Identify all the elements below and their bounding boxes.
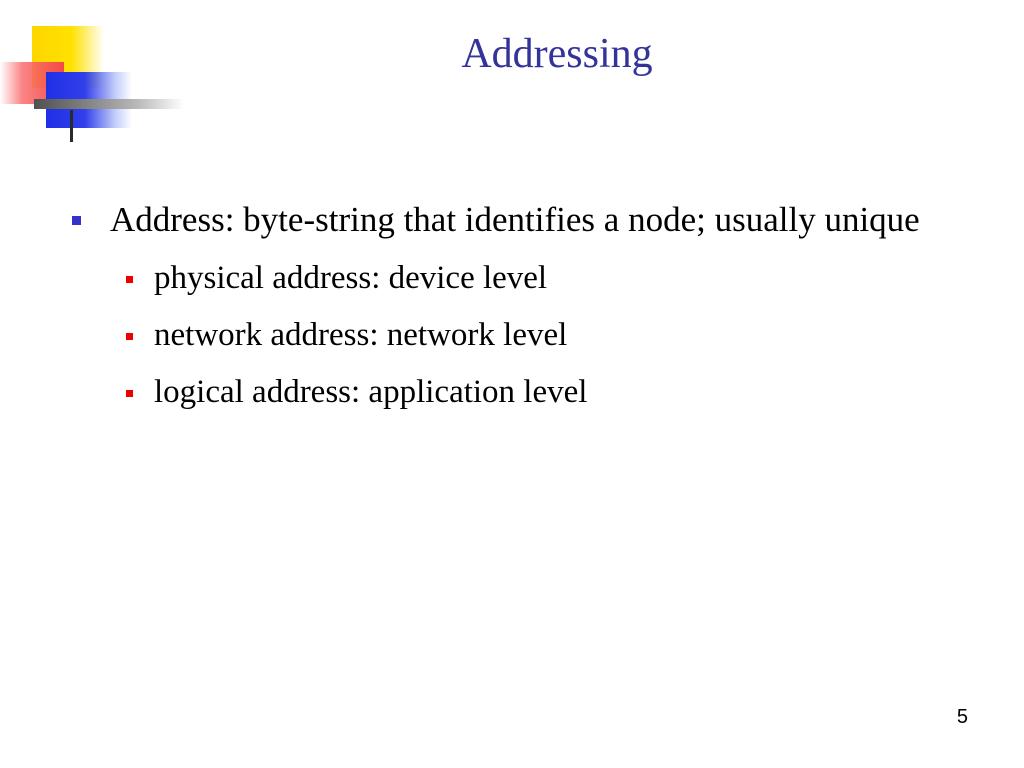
deco-vertical-line	[70, 110, 73, 142]
slide-title: Addressing	[461, 31, 653, 77]
square-bullet-icon	[126, 390, 133, 397]
bullet-text: Address: byte-string that identifies a n…	[110, 200, 920, 239]
sub-bullet-text: logical address: application level	[154, 374, 588, 410]
sub-bullet-list: physical address: device level network a…	[110, 250, 932, 421]
sub-bullet-text: network address: network level	[154, 317, 568, 353]
square-bullet-icon	[126, 333, 133, 340]
sub-bullet-text: physical address: device level	[154, 260, 548, 296]
bullet-item: Address: byte-string that identifies a n…	[72, 196, 932, 421]
square-bullet-icon	[126, 276, 133, 283]
sub-bullet-item: logical address: application level	[110, 364, 932, 421]
deco-horizontal-line	[34, 99, 184, 109]
sub-bullet-item: physical address: device level	[110, 250, 932, 307]
page-number: 5	[956, 706, 968, 728]
bullet-list: Address: byte-string that identifies a n…	[72, 196, 932, 421]
square-bullet-icon	[72, 216, 81, 225]
sub-bullet-item: network address: network level	[110, 307, 932, 364]
